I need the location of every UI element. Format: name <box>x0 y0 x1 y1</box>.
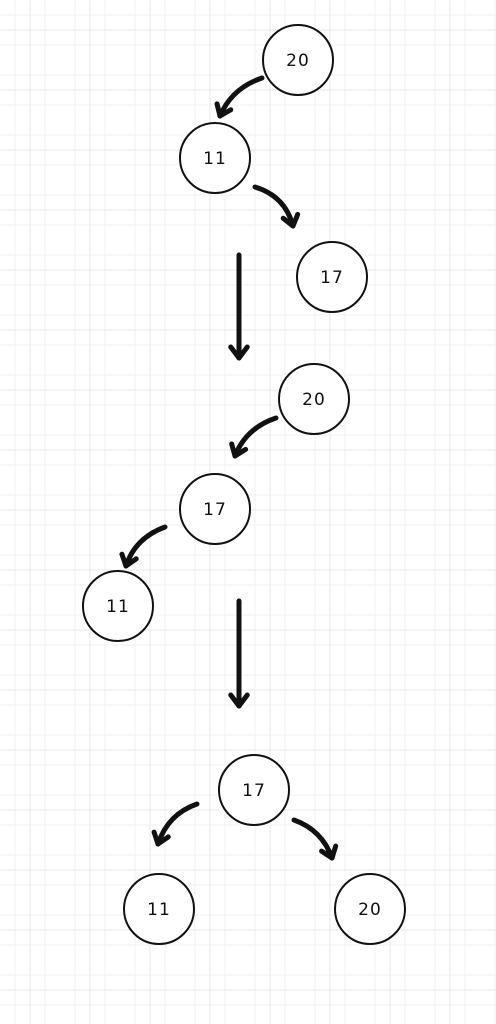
edge-arrowhead <box>280 211 301 229</box>
tree-node: 11 <box>179 122 251 194</box>
edge-arrow <box>229 415 279 459</box>
transition-arrowhead <box>228 344 250 361</box>
edge-line <box>155 801 200 847</box>
edge-arrow <box>151 801 200 847</box>
tree-node: 20 <box>334 873 406 945</box>
stage-transition-arrows <box>228 252 250 709</box>
node-label: 17 <box>320 268 344 288</box>
tree-node: 11 <box>123 873 195 945</box>
edge-arrow <box>291 817 339 861</box>
edge-line <box>217 75 265 119</box>
node-circle <box>123 873 195 945</box>
node-circle <box>334 873 406 945</box>
edge-arrowhead <box>214 101 234 119</box>
edge-line <box>123 524 168 569</box>
node-label: 20 <box>358 900 382 920</box>
edge-arrow <box>252 184 301 229</box>
tree-node: 11 <box>82 570 154 642</box>
tree-node: 20 <box>262 24 334 96</box>
edge-arrowhead <box>119 551 139 569</box>
tree-node: 17 <box>179 473 251 545</box>
node-circle <box>82 570 154 642</box>
edge-line <box>291 817 335 861</box>
edge-line <box>232 415 279 459</box>
node-label: 11 <box>106 597 130 617</box>
node-label: 11 <box>147 900 171 920</box>
edge-arrowhead <box>229 441 249 459</box>
node-circle <box>278 363 350 435</box>
edge-line <box>252 184 296 229</box>
tree-node: 20 <box>278 363 350 435</box>
transition-arrowhead <box>228 692 250 709</box>
edge-arrow <box>214 75 265 119</box>
node-label: 20 <box>302 390 326 410</box>
transition-arrow <box>228 598 250 709</box>
node-circle <box>179 473 251 545</box>
tree-nodes: 20 11 17 20 17 11 17 11 20 <box>82 24 406 945</box>
transition-arrow <box>228 252 250 361</box>
node-circle <box>262 24 334 96</box>
edge-arrow <box>119 524 168 569</box>
tree-node: 17 <box>296 241 368 313</box>
node-label: 17 <box>203 500 227 520</box>
tree-edges <box>119 75 339 861</box>
tree-node: 17 <box>218 754 290 826</box>
node-label: 11 <box>203 149 227 169</box>
node-circle <box>179 122 251 194</box>
edge-arrowhead <box>151 829 171 847</box>
node-circle <box>296 241 368 313</box>
edge-arrowhead <box>319 843 339 861</box>
node-label: 17 <box>242 781 266 801</box>
node-label: 20 <box>286 51 310 71</box>
node-circle <box>218 754 290 826</box>
